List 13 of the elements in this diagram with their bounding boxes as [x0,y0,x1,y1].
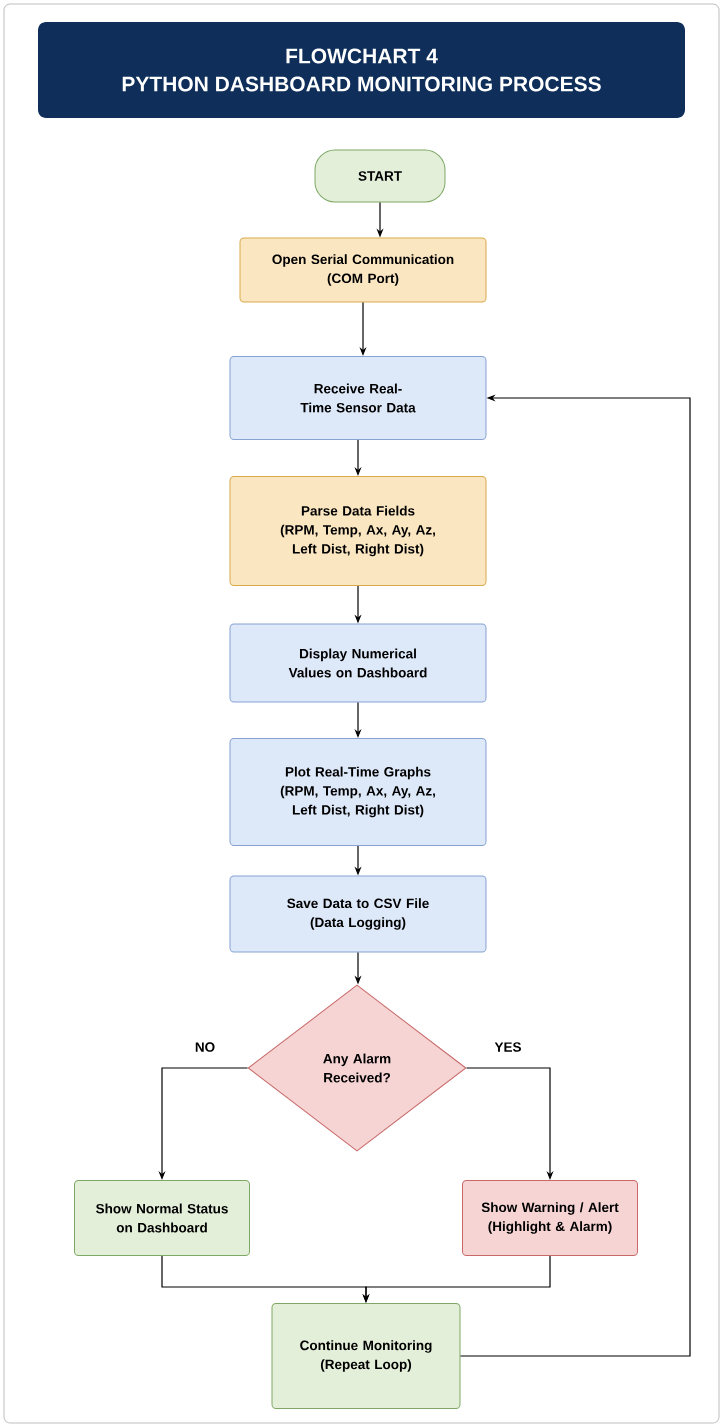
process-box: Show Warning / Alert (Highlight & Alarm) [462,1180,638,1256]
process-box: Display Numerical Values on Dashboard [229,623,487,703]
edge-label: NO [192,1040,218,1054]
process-box: Continue Monitoring (Repeat Loop) [271,1303,461,1409]
edge-label: YES [492,1040,524,1054]
process-box: Parse Data Fields (RPM, Temp, Ax, Ay, Az, Left Dist, Right Dist) [229,476,487,586]
process-box: Receive Real-Time Sensor Data [229,356,487,440]
process-box: Plot Real-Time Graphs (RPM, Temp, Ax, Ay, Az, Left Dist, Right Dist) [229,738,487,846]
process-box: Open Serial Communication (COM Port) [239,237,487,303]
title-banner: FLOWCHART 4 PYTHON DASHBOARD MONITORING PROCESS [38,22,685,118]
process-box: Show Normal Status on Dashboard [74,1180,250,1256]
process-box: Save Data to CSV File (Data Logging) [229,875,487,953]
start-terminal: START [314,149,446,203]
